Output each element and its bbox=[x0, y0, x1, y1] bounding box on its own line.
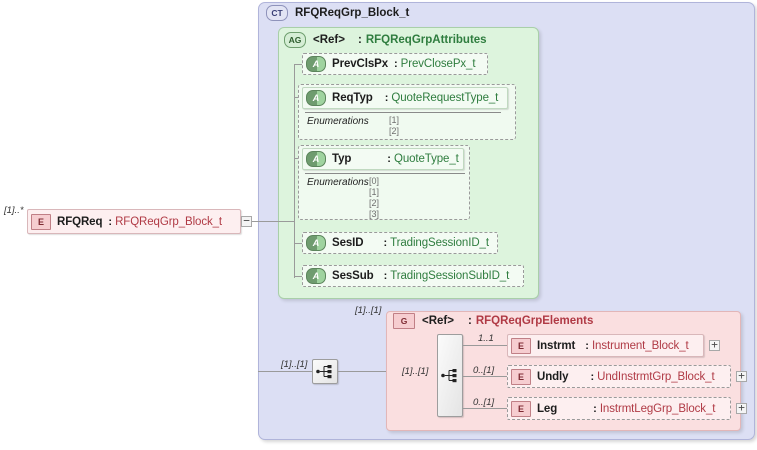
enumerations-divider bbox=[305, 112, 501, 113]
attributegroup-icon: AG bbox=[284, 32, 306, 48]
attribute-name: PrevClsPx bbox=[332, 58, 388, 70]
attribute-type: QuoteType_t bbox=[393, 153, 459, 165]
element-name: Leg bbox=[537, 402, 558, 415]
attribute-name: Typ bbox=[332, 153, 352, 165]
expand-icon: + bbox=[711, 338, 718, 351]
complextype-header: CT RFQReqGrp_Block_t bbox=[266, 5, 409, 21]
attributegroup-ref-label: <Ref> bbox=[313, 34, 345, 46]
sequence-icon bbox=[441, 369, 457, 383]
attribute-sesid[interactable]: A SesID : TradingSessionID_t bbox=[302, 232, 498, 254]
attribute-name: ReqTyp bbox=[332, 92, 373, 104]
attribute-icon: A bbox=[306, 235, 326, 251]
element-separator: : bbox=[108, 215, 113, 228]
element-type: UndInstrmtGrp_Block_t bbox=[597, 370, 715, 383]
attribute-reqtyp[interactable]: A ReqTyp : QuoteRequestType_t bbox=[302, 87, 508, 109]
attribute-icon: A bbox=[306, 268, 326, 284]
element-name: Instrmt bbox=[537, 339, 576, 352]
connector-branch-undly bbox=[463, 376, 507, 377]
element-name: Undly bbox=[537, 370, 569, 383]
attribute-separator: : bbox=[383, 237, 388, 249]
attribute-separator: : bbox=[383, 270, 388, 282]
modelgroup-sequence-cardinality: [1]..[1] bbox=[402, 366, 429, 377]
element-separator: : bbox=[593, 402, 597, 415]
collapse-icon: − bbox=[243, 214, 250, 227]
attributegroup-header: AG <Ref> : RFQReqGrpAttributes bbox=[284, 32, 487, 48]
attribute-separator: : bbox=[384, 92, 389, 104]
attribute-icon: A bbox=[306, 90, 326, 106]
outer-sequence-cardinality: [1]..[1] bbox=[281, 359, 308, 370]
attributegroup-type: RFQReqGrpAttributes bbox=[365, 34, 487, 46]
connector-seq-right bbox=[338, 371, 386, 372]
attribute-sessub[interactable]: A SesSub : TradingSessionSubID_t bbox=[302, 265, 524, 287]
complextype-title: RFQReqGrp_Block_t bbox=[295, 7, 410, 19]
expand-icon: + bbox=[738, 401, 745, 414]
expand-icon: + bbox=[738, 369, 745, 382]
element-icon: E bbox=[511, 337, 531, 354]
attribute-type: QuoteRequestType_t bbox=[391, 92, 499, 104]
root-element-rfqreq[interactable]: E RFQReq : RFQReqGrp_Block_t bbox=[27, 209, 241, 234]
element-type: RFQReqGrp_Block_t bbox=[115, 215, 223, 228]
sequence-compositor-outer[interactable] bbox=[312, 359, 338, 384]
attribute-name: SesSub bbox=[332, 270, 374, 282]
attribute-icon: A bbox=[306, 56, 326, 72]
element-type: InstrmtLegGrp_Block_t bbox=[599, 402, 716, 415]
sequence-icon bbox=[316, 365, 332, 379]
element-cardinality-undly: 0..[1] bbox=[473, 365, 495, 376]
modelgroup-type: RFQReqGrpElements bbox=[475, 315, 594, 327]
element-cardinality-instrmt: 1..1 bbox=[478, 333, 494, 344]
element-leg[interactable]: E Leg : InstrmtLegGrp_Block_t bbox=[507, 397, 731, 420]
attribute-separator: : bbox=[394, 58, 398, 70]
modelgroup-ref-label: <Ref> bbox=[422, 315, 454, 327]
attribute-name: SesID bbox=[332, 237, 364, 249]
attribute-prevclspx[interactable]: A PrevClsPx : PrevClosePx_t bbox=[302, 53, 488, 75]
collapse-button-rfqreq[interactable]: − bbox=[241, 214, 252, 227]
complextype-icon: CT bbox=[266, 5, 288, 21]
attribute-type: TradingSessionID_t bbox=[390, 237, 489, 249]
root-element-cardinality: [1]..* bbox=[4, 205, 24, 216]
element-icon: E bbox=[511, 368, 531, 385]
attribute-icon: A bbox=[306, 151, 326, 167]
modelgroup-cardinality: [1]..[1] bbox=[355, 305, 382, 316]
element-icon: E bbox=[511, 400, 531, 417]
connector-branch-leg bbox=[463, 408, 507, 409]
enumerations-values: [0] [1] [2] [3] bbox=[369, 176, 380, 219]
element-separator: : bbox=[585, 339, 589, 352]
enumerations-label: Enumerations bbox=[307, 177, 369, 188]
connector-trunk bbox=[294, 64, 295, 278]
element-undly[interactable]: E Undly : UndInstrmtGrp_Block_t bbox=[507, 365, 731, 388]
modelgroup-separator: : bbox=[467, 315, 472, 327]
element-icon: E bbox=[31, 213, 51, 230]
enumerations-values: [1] [2] bbox=[389, 115, 400, 136]
element-cardinality-leg: 0..[1] bbox=[473, 397, 495, 408]
enumerations-divider bbox=[305, 173, 465, 174]
connector-branch-instrmt bbox=[463, 345, 507, 346]
expand-button-undly[interactable]: + bbox=[736, 369, 747, 382]
expand-button-instrmt[interactable]: + bbox=[709, 338, 720, 351]
connector-branch-prevclspx bbox=[294, 64, 306, 65]
attribute-separator: : bbox=[387, 153, 391, 165]
element-separator: : bbox=[590, 370, 595, 383]
element-type: Instrument_Block_t bbox=[591, 339, 689, 352]
modelgroup-header: G <Ref> : RFQReqGrpElements bbox=[393, 313, 593, 329]
attribute-typ[interactable]: A Typ : QuoteType_t bbox=[302, 148, 464, 170]
element-name: RFQReq bbox=[57, 215, 103, 228]
connector-root-stub bbox=[248, 221, 294, 222]
attributegroup-separator: : bbox=[357, 34, 362, 46]
attribute-type: PrevClosePx_t bbox=[400, 58, 476, 70]
connector-branch-sessub bbox=[294, 276, 306, 277]
attribute-type: TradingSessionSubID_t bbox=[390, 270, 510, 282]
element-instrmt[interactable]: E Instrmt : Instrument_Block_t bbox=[507, 334, 704, 357]
sequence-compositor-inner[interactable] bbox=[437, 334, 463, 417]
expand-button-leg[interactable]: + bbox=[736, 401, 747, 414]
connector-seq-left bbox=[258, 371, 312, 372]
enumerations-label: Enumerations bbox=[307, 116, 369, 127]
modelgroup-icon: G bbox=[393, 313, 415, 329]
connector-branch-sesid bbox=[294, 243, 306, 244]
